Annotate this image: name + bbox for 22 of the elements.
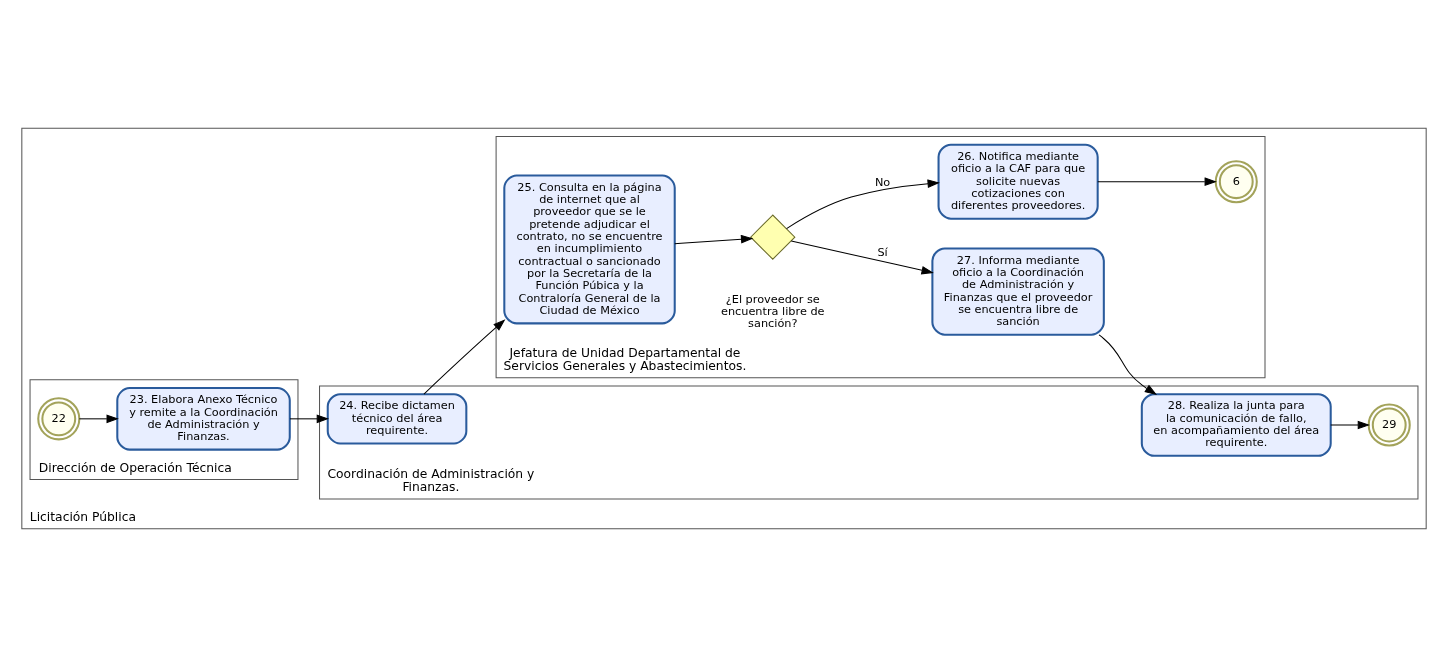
arrow (289, 414, 330, 423)
node-box: 27. Informa mediante oficio a la Coordinación de Administración y Finanzas que el proveedor se encuentra libre de sanción (931, 246, 1105, 336)
node-diamond (749, 213, 796, 260)
node-circle: 6 (1214, 159, 1258, 203)
arrow (423, 318, 506, 395)
node-circle: 22 (37, 396, 81, 440)
node-box: 23. Elabora Anexo Técnico y remite a la Coordinación de Administración y Finanzas. (116, 386, 291, 451)
arrow (790, 240, 934, 274)
arrow (1097, 176, 1217, 186)
arrow (674, 234, 754, 244)
arrow (786, 178, 940, 229)
node-box: 25. Consulta en la página de internet que al proveedor que se le pretende adjudicar el contrato, no se encuentre en incumplimiento contractual o sancionado por la Secretaría de la Función Púbica y la Contraloría General de la Ciudad de México (503, 174, 676, 324)
arrow (78, 414, 119, 423)
node-label: ¿El proveedor se encuentra libre de sanción? (720, 292, 825, 330)
arrow (1330, 420, 1371, 429)
node-box: 26. Notifica mediante oficio a la CAF para que solicite nuevas cotizaciones con diferentes proveedores. (937, 143, 1099, 220)
edge-label: No (874, 175, 891, 189)
arrow (1098, 333, 1158, 395)
node-box: 24. Recibe dictamen técnico del área requirente. (326, 392, 468, 444)
node-box: 28. Realiza la junta para la comunicación de fallo, en acompañamiento del área requirente. (1140, 392, 1332, 457)
node-circle: 29 (1367, 402, 1411, 447)
edge-label: Sí (877, 245, 888, 259)
